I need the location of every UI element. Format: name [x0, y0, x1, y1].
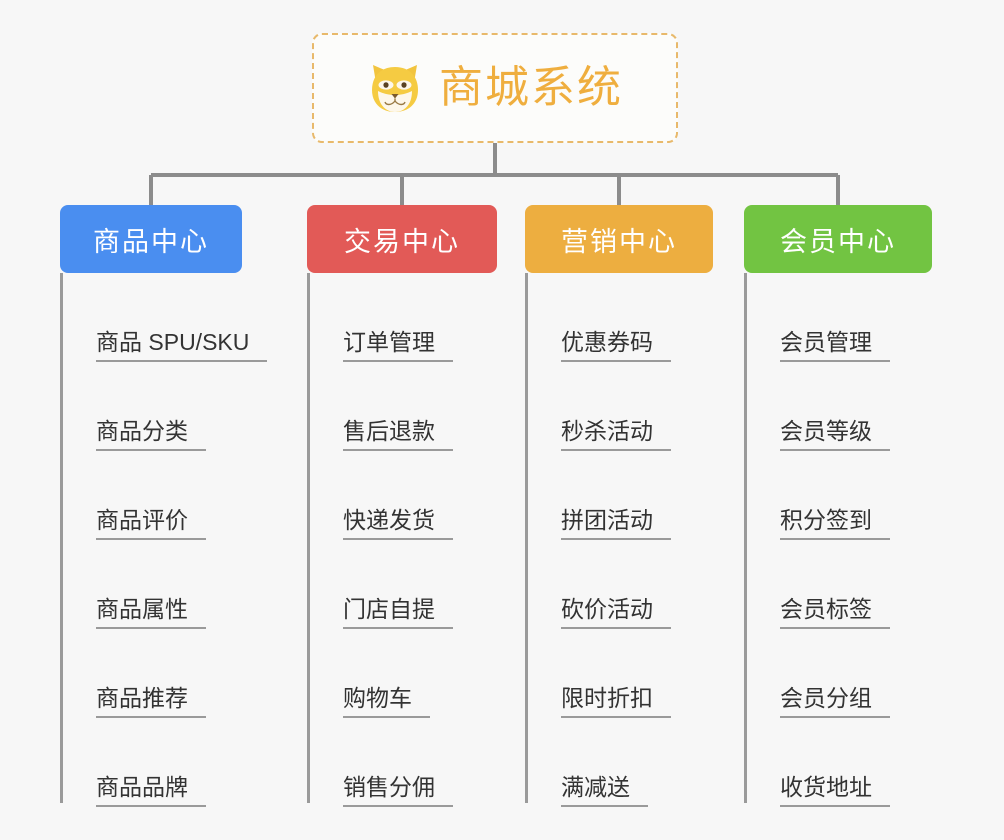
- leaf-item[interactable]: 会员管理: [744, 273, 932, 362]
- category-header-4[interactable]: 会员中心: [744, 205, 932, 273]
- leaf-item-label: 销售分佣: [343, 774, 453, 807]
- leaf-list: 订单管理售后退款快递发货门店自提购物车销售分佣: [307, 273, 497, 807]
- leaf-item[interactable]: 砍价活动: [525, 540, 713, 629]
- column-trunk-line: [525, 273, 528, 803]
- leaf-item-label: 收货地址: [780, 774, 890, 807]
- category-header-label: 商品中心: [93, 226, 209, 257]
- leaf-item[interactable]: 限时折扣: [525, 629, 713, 718]
- leaf-item[interactable]: 满减送: [525, 718, 713, 807]
- leaf-item-label: 会员管理: [780, 329, 890, 362]
- leaf-item-label: 限时折扣: [561, 685, 671, 718]
- leaf-item-label: 订单管理: [343, 329, 453, 362]
- leaf-item[interactable]: 秒杀活动: [525, 362, 713, 451]
- leaf-item[interactable]: 会员等级: [744, 362, 932, 451]
- leaf-item[interactable]: 门店自提: [307, 540, 497, 629]
- leaf-item-label: 商品属性: [96, 596, 206, 629]
- leaf-item[interactable]: 会员标签: [744, 540, 932, 629]
- leaf-item-label: 商品评价: [96, 507, 206, 540]
- leaf-list: 会员管理会员等级积分签到会员标签会员分组收货地址: [744, 273, 932, 807]
- leaf-item[interactable]: 快递发货: [307, 451, 497, 540]
- leaf-item[interactable]: 商品分类: [60, 362, 242, 451]
- leaf-item-label: 购物车: [343, 685, 430, 718]
- category-header-label: 交易中心: [344, 226, 460, 257]
- leaf-item[interactable]: 商品评价: [60, 451, 242, 540]
- leaf-item-label: 售后退款: [343, 418, 453, 451]
- leaf-item[interactable]: 订单管理: [307, 273, 497, 362]
- column-trunk-line: [60, 273, 63, 803]
- leaf-list: 优惠券码秒杀活动拼团活动砍价活动限时折扣满减送: [525, 273, 713, 807]
- leaf-item-label: 积分签到: [780, 507, 890, 540]
- root-title: 商城系统: [439, 63, 623, 112]
- category-column: 营销中心优惠券码秒杀活动拼团活动砍价活动限时折扣满减送: [525, 205, 713, 807]
- leaf-item-label: 会员标签: [780, 596, 890, 629]
- leaf-item[interactable]: 积分签到: [744, 451, 932, 540]
- leaf-item[interactable]: 售后退款: [307, 362, 497, 451]
- leaf-item-label: 会员分组: [780, 685, 890, 718]
- category-column: 商品中心商品 SPU/SKU 商品分类商品评价商品属性商品推荐商品品牌: [60, 205, 268, 807]
- leaf-item-label: 商品 SPU/SKU: [96, 329, 268, 362]
- leaf-item[interactable]: 拼团活动: [525, 451, 713, 540]
- root-node[interactable]: 商城系统: [312, 33, 678, 143]
- leaf-item-label: 砍价活动: [561, 596, 671, 629]
- leaf-item-label: 商品推荐: [96, 685, 206, 718]
- leaf-item[interactable]: 收货地址: [744, 718, 932, 807]
- leaf-item-label: 快递发货: [343, 507, 453, 540]
- leaf-item-label: 优惠券码: [561, 329, 671, 362]
- leaf-item-label: 拼团活动: [561, 507, 671, 540]
- leaf-item-label: 满减送: [561, 774, 648, 807]
- category-header-1[interactable]: 商品中心: [60, 205, 242, 273]
- leaf-item[interactable]: 商品 SPU/SKU: [60, 273, 268, 362]
- leaf-item-label: 门店自提: [343, 596, 453, 629]
- category-header-label: 会员中心: [780, 226, 896, 257]
- column-trunk-line: [744, 273, 747, 803]
- leaf-item[interactable]: 购物车: [307, 629, 497, 718]
- category-header-3[interactable]: 营销中心: [525, 205, 713, 273]
- category-header-label: 营销中心: [561, 226, 677, 257]
- category-column: 会员中心会员管理会员等级积分签到会员标签会员分组收货地址: [744, 205, 932, 807]
- leaf-item-label: 秒杀活动: [561, 418, 671, 451]
- category-column: 交易中心订单管理售后退款快递发货门店自提购物车销售分佣: [307, 205, 497, 807]
- leaf-item-label: 商品分类: [96, 418, 206, 451]
- leaf-item[interactable]: 销售分佣: [307, 718, 497, 807]
- category-header-2[interactable]: 交易中心: [307, 205, 497, 273]
- leaf-item[interactable]: 会员分组: [744, 629, 932, 718]
- leaf-list: 商品 SPU/SKU 商品分类商品评价商品属性商品推荐商品品牌: [60, 273, 268, 807]
- leaf-item-label: 商品品牌: [96, 774, 206, 807]
- shiba-dog-face-icon: [367, 61, 423, 115]
- column-trunk-line: [307, 273, 310, 803]
- leaf-item[interactable]: 商品品牌: [60, 718, 242, 807]
- leaf-item-label: 会员等级: [780, 418, 890, 451]
- leaf-item[interactable]: 优惠券码: [525, 273, 713, 362]
- leaf-item[interactable]: 商品属性: [60, 540, 242, 629]
- leaf-item[interactable]: 商品推荐: [60, 629, 242, 718]
